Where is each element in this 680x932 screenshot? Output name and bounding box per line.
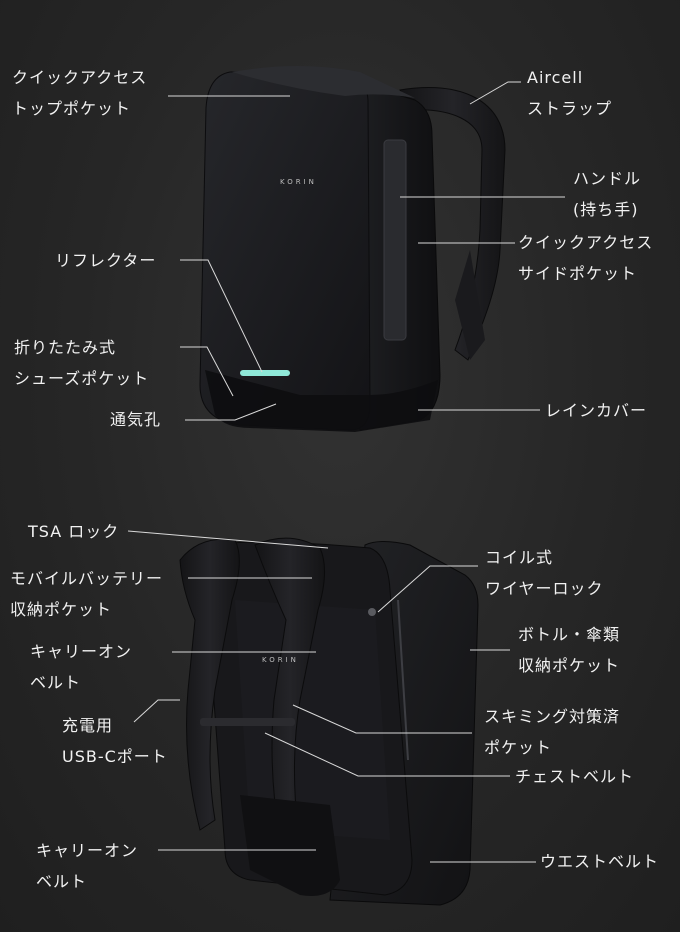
label-quick-access-side-pocket: クイックアクセスサイドポケット — [518, 233, 654, 283]
back-backpack: KORIN — [179, 537, 479, 906]
label-chest-belt: チェストベルト — [515, 767, 635, 786]
label-rain-cover: レインカバー — [545, 401, 648, 420]
label-battery-pocket: モバイルバッテリー収納ポケット — [10, 569, 164, 619]
leader-lines — [127, 81, 565, 863]
label-coil-wire-lock: コイル式ワイヤーロック — [485, 548, 604, 598]
reflector-strip — [240, 370, 290, 376]
label-carry-on-belt-upper: キャリーオンベルト — [30, 642, 133, 692]
brand-logo: KORIN — [280, 178, 317, 186]
label-folding-shoe-pocket: 折りたたみ式シューズポケット — [14, 338, 150, 388]
front-backpack: KORIN — [199, 66, 506, 432]
label-reflector: リフレクター — [55, 251, 157, 270]
label-waist-belt: ウエストベルト — [540, 852, 660, 871]
label-vent-hole: 通気孔 — [110, 410, 162, 429]
label-bottle-umbrella-pocket: ボトル・傘類収納ポケット — [518, 625, 621, 675]
label-quick-access-top-pocket: クイックアクセストップポケット — [12, 68, 148, 118]
label-handle: ハンドル(持ち手) — [573, 169, 642, 219]
brand-logo-back: KORIN — [262, 656, 299, 664]
label-carry-on-belt-lower: キャリーオンベルト — [36, 841, 139, 891]
label-anti-skimming-pocket: スキミング対策済ポケット — [484, 707, 621, 757]
label-tsa-lock: TSA ロック — [28, 522, 120, 541]
